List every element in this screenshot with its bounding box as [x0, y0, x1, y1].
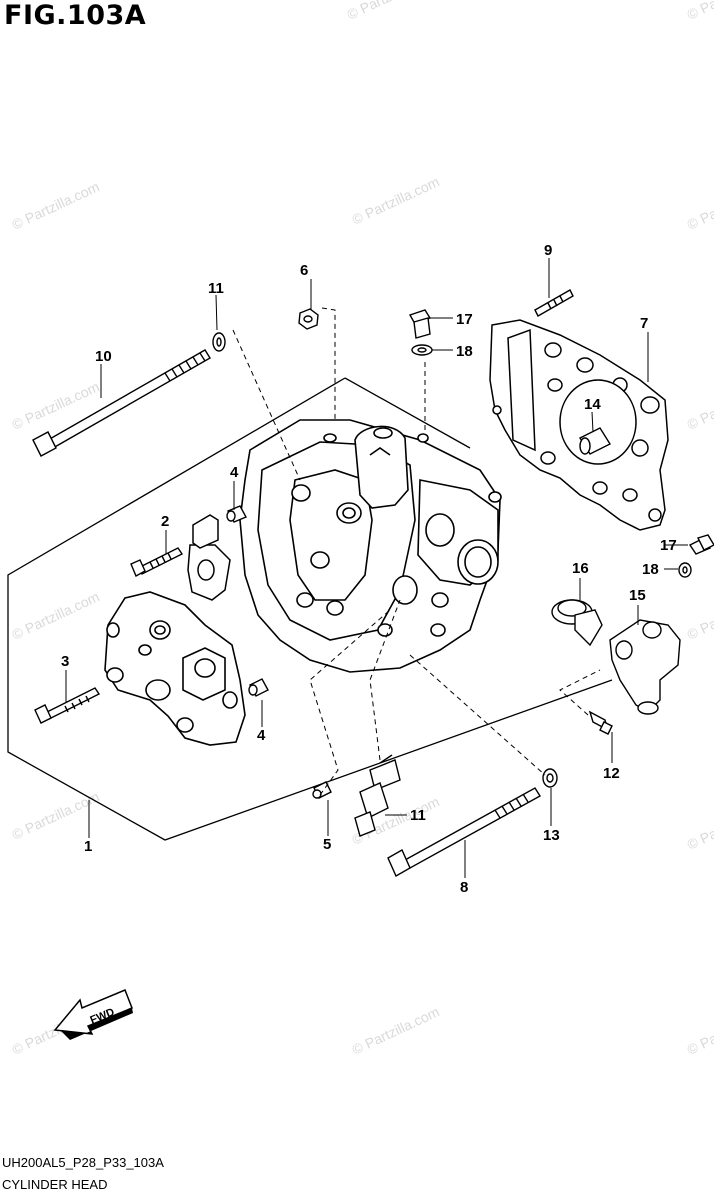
gasket-6 — [489, 319, 669, 531]
bolt-7 — [32, 349, 211, 457]
bolt-8 — [387, 787, 541, 877]
thermostat-15 — [551, 599, 603, 647]
fwd-arrow-icon: FWD — [53, 989, 133, 1040]
bolt-16 — [588, 710, 613, 735]
figure-name: CYLINDER HEAD — [2, 1177, 108, 1192]
dowel-pin-4-upper — [226, 505, 247, 523]
callout-11-upper: 11 — [208, 280, 224, 297]
watermark: © Partzilla.com — [685, 178, 714, 232]
callout-3: 3 — [61, 653, 69, 670]
callout-labels: 11 10 6 9 7 17 18 14 17 18 16 15 12 4 2 … — [61, 242, 677, 896]
callout-12: 14 — [584, 396, 601, 413]
callout-18-upper: 18 — [456, 343, 473, 360]
watermark: © Partzilla.com — [10, 178, 102, 232]
bolt-2 — [130, 547, 184, 577]
watermark: © Partzilla.com — [685, 378, 714, 432]
callout-17-lower: 17 — [660, 537, 677, 554]
thermostat-cover-14 — [609, 619, 681, 715]
camshaft-holder — [104, 591, 246, 746]
watermark: © Partzilla.com — [685, 798, 714, 852]
watermark: © Partzilla.com — [685, 1003, 714, 1057]
assembly-guides — [232, 307, 601, 796]
watermark: © Partzilla.com — [10, 588, 102, 642]
dowel-pin-4-lower — [248, 678, 269, 697]
callout-8: 8 — [460, 879, 468, 896]
stud-9 — [534, 289, 574, 317]
nut-10 — [298, 308, 319, 330]
washer-18-upper — [411, 344, 433, 356]
bolt-3 — [34, 687, 101, 724]
washer-11-upper — [212, 332, 226, 352]
watermark: © Partzilla.com — [685, 0, 714, 23]
watermark: © Partzilla.com — [345, 0, 437, 23]
washer-11-lower — [542, 768, 558, 788]
callout-6: 7 — [640, 315, 648, 332]
holder-bracket — [187, 514, 231, 601]
callout-11-lower: 13 — [543, 827, 560, 844]
callout-13: 11 — [410, 807, 426, 824]
callout-16: 12 — [603, 765, 620, 782]
callout-5: 5 — [323, 836, 331, 853]
watermark: © Partzilla.com — [685, 588, 714, 642]
bolt-17-lower — [688, 534, 714, 555]
watermark: © Partzilla.com — [350, 173, 442, 227]
bolt-17-upper — [408, 309, 432, 339]
leader-lines — [65, 258, 688, 878]
callout-15: 16 — [572, 560, 589, 577]
cylinder-head — [239, 419, 502, 673]
figure-code: UH200AL5_P28_P33_103A — [2, 1155, 164, 1170]
figure-title: FIG.103A — [4, 0, 147, 31]
callout-7: 10 — [95, 348, 112, 365]
watermark: © Partzilla.com — [350, 1003, 442, 1057]
callout-14: 15 — [629, 587, 646, 604]
callout-9: 9 — [544, 242, 552, 259]
callout-1: 1 — [84, 838, 92, 855]
dowel-5 — [312, 781, 332, 799]
assembly-frame-right — [344, 377, 471, 449]
callout-17-upper: 17 — [456, 311, 473, 328]
washer-18-lower — [678, 562, 692, 578]
assembly-frame — [7, 377, 613, 841]
callout-4-upper: 4 — [230, 464, 239, 481]
callout-2: 2 — [161, 513, 169, 530]
callout-18-lower: 18 — [642, 561, 659, 578]
callout-4-lower: 4 — [257, 727, 266, 744]
callout-10: 6 — [300, 262, 308, 279]
spark-plug-13 — [354, 754, 401, 837]
